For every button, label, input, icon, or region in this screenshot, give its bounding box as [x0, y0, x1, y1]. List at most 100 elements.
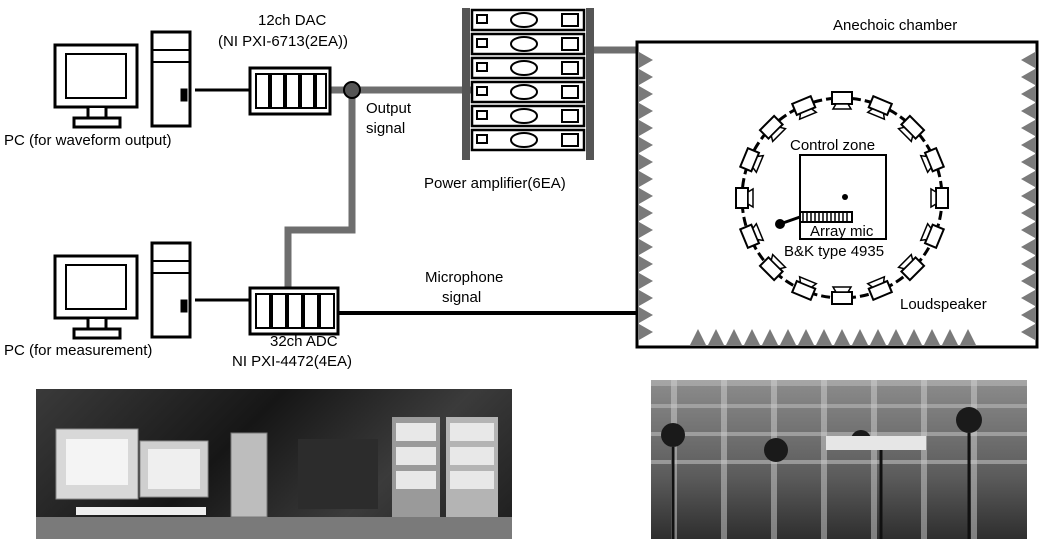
loudspeaker — [790, 94, 818, 121]
loudspeaker — [930, 187, 949, 209]
absorber-wedge — [639, 120, 653, 136]
adc-label-line2: NI PXI-4472(4EA) — [232, 353, 352, 370]
dac-label-line1: 12ch DAC — [258, 12, 327, 29]
loudspeaker — [831, 91, 853, 110]
absorber-wedge — [762, 329, 778, 345]
absorber-wedges — [639, 52, 1035, 345]
output-signal-label-line2: signal — [366, 120, 405, 137]
tower-icon — [150, 241, 192, 339]
control-zone-label: Control zone — [790, 137, 875, 154]
absorber-wedge — [639, 307, 653, 323]
pc-waveform-output — [53, 30, 192, 129]
pc-output-label: PC (for waveform output) — [4, 132, 172, 149]
microphone-signal-label-line1: Microphone — [425, 269, 503, 286]
absorber-wedge — [852, 329, 868, 345]
absorber-wedge — [816, 329, 832, 345]
chamber-photo — [651, 380, 1027, 539]
loudspeaker — [897, 253, 926, 282]
absorber-wedge — [906, 329, 922, 345]
absorber-wedge — [639, 222, 653, 238]
absorber-wedge — [1021, 324, 1035, 340]
loudspeaker — [866, 94, 894, 121]
loudspeaker — [738, 146, 765, 174]
power-amplifier-unit — [470, 8, 586, 32]
absorber-wedge — [780, 329, 796, 345]
loudspeakers — [735, 91, 949, 305]
absorber-wedge — [1021, 69, 1035, 85]
absorber-wedge — [639, 86, 653, 102]
power-amplifier-unit — [470, 56, 586, 80]
absorber-wedge — [1021, 86, 1035, 102]
absorber-wedge — [888, 329, 904, 345]
absorber-wedge — [639, 103, 653, 119]
absorber-wedge — [726, 329, 742, 345]
loudspeaker-label: Loudspeaker — [900, 296, 987, 313]
loudspeaker — [758, 114, 787, 143]
absorber-wedge — [870, 329, 886, 345]
absorber-wedge — [708, 329, 724, 345]
control-point — [842, 194, 848, 200]
absorber-wedge — [1021, 239, 1035, 255]
absorber-wedge — [639, 137, 653, 153]
absorber-wedge — [1021, 273, 1035, 289]
absorber-wedge — [924, 329, 940, 345]
rack-post-left — [462, 8, 470, 160]
absorber-wedge — [639, 188, 653, 204]
array-mic-label-line2: B&K type 4935 — [784, 243, 884, 260]
pc-measurement — [53, 241, 192, 340]
array-mic-label-line1: Array mic — [810, 223, 874, 240]
amplifier-units — [470, 8, 586, 152]
absorber-wedge — [1021, 222, 1035, 238]
anechoic-chamber — [635, 40, 1039, 349]
power-amplifier-rack — [462, 8, 594, 160]
dac-chassis — [248, 66, 332, 116]
absorber-wedge — [1021, 137, 1035, 153]
loudspeaker — [897, 114, 926, 143]
microphone-signal-label-line2: signal — [442, 289, 481, 306]
absorber-wedge — [639, 290, 653, 306]
absorber-wedge — [744, 329, 760, 345]
adc-chassis — [248, 286, 340, 336]
loudspeaker — [866, 275, 894, 302]
array-mic — [775, 211, 853, 229]
absorber-wedge — [1021, 256, 1035, 272]
absorber-wedge — [690, 329, 706, 345]
dac-label-line2: (NI PXI-6713(2EA)) — [218, 33, 348, 50]
absorber-wedge — [639, 256, 653, 272]
absorber-wedge — [1021, 154, 1035, 170]
absorber-wedge — [1021, 120, 1035, 136]
absorber-wedge — [1021, 188, 1035, 204]
absorber-wedge — [942, 329, 958, 345]
cable-junction — [343, 81, 361, 99]
absorber-wedge — [639, 205, 653, 221]
loudspeaker — [919, 146, 946, 174]
absorber-wedge — [639, 69, 653, 85]
pc-measurement-label: PC (for measurement) — [4, 342, 152, 359]
absorber-wedge — [639, 273, 653, 289]
loudspeaker — [758, 253, 787, 282]
equipment-photo — [36, 389, 512, 539]
absorber-wedge — [1021, 290, 1035, 306]
absorber-wedge — [639, 171, 653, 187]
power-amplifier-label: Power amplifier(6EA) — [424, 175, 566, 192]
output-signal-label-line1: Output — [366, 100, 412, 117]
rack-post-right — [586, 8, 594, 160]
output-signal-cable — [284, 90, 356, 290]
absorber-wedge — [639, 239, 653, 255]
absorber-wedge — [798, 329, 814, 345]
loudspeaker — [831, 286, 853, 305]
power-amplifier-unit — [470, 32, 586, 56]
absorber-wedge — [1021, 171, 1035, 187]
adc-label-line1: 32ch ADC — [270, 333, 338, 350]
absorber-wedge — [639, 52, 653, 68]
absorber-wedge — [1021, 205, 1035, 221]
loudspeaker — [738, 222, 765, 250]
absorber-wedge — [1021, 103, 1035, 119]
power-amplifier-unit — [470, 128, 586, 152]
power-amplifier-unit — [470, 80, 586, 104]
absorber-wedge — [639, 154, 653, 170]
loudspeaker — [735, 187, 754, 209]
power-amplifier-unit — [470, 104, 586, 128]
absorber-wedge — [834, 329, 850, 345]
